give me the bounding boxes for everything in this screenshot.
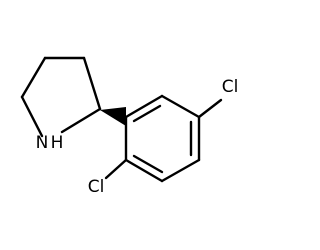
- bond-ring-left-top: [20, 56, 47, 99]
- bond-ring-right: [82, 56, 102, 111]
- bond-benzene-c2-c3: [160, 94, 201, 119]
- bond-benzene-c5-c6: [124, 158, 164, 183]
- bond-ring-left-bottom: [20, 95, 44, 138]
- bond-benzene-c5-c6-inner: [132, 154, 164, 174]
- atom-label-n: N: [36, 133, 49, 153]
- atom-label-cl-ortho: Cl: [88, 177, 105, 197]
- bond-benzene-c1-c2: [124, 94, 164, 119]
- bond-c6-cl: [104, 158, 128, 180]
- molecule-structure: N H Cl Cl: [20, 56, 239, 197]
- atom-label-h: H: [51, 133, 64, 153]
- bond-benzene-c4-c5: [160, 158, 201, 183]
- stereo-wedge: [100, 107, 126, 126]
- bond-ring-n-c: [60, 107, 102, 134]
- bond-benzene-c1-c2-double: [132, 104, 162, 123]
- bond-c3-cl: [197, 98, 223, 119]
- atom-label-cl-para: Cl: [222, 77, 239, 97]
